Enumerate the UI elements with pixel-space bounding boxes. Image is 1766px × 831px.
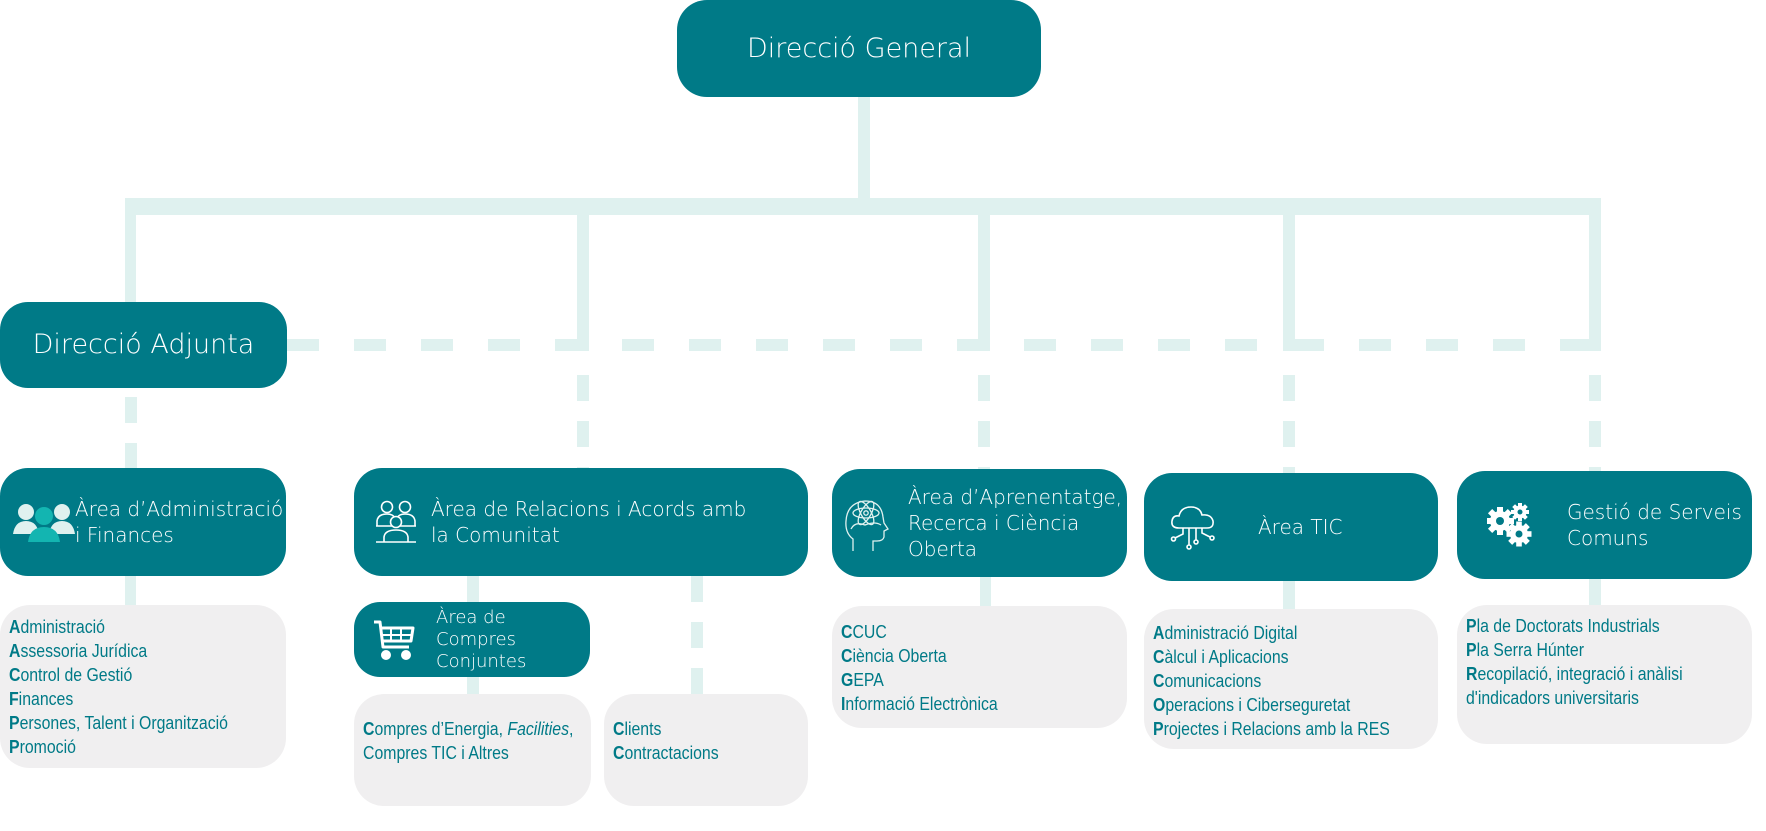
area-aprenentatge-label-1: Àrea d’Aprenentatge, <box>908 485 1123 509</box>
area-aprenentatge-list: CCUC Ciència Oberta GEPA Informació Elec… <box>832 606 1127 728</box>
area-administracio-label-2: i Finances <box>75 523 174 547</box>
connector-aprenentatge-list <box>980 577 991 607</box>
direccio-general-box[interactable]: Direcció General <box>677 0 1041 97</box>
connector-top-vertical <box>858 96 870 206</box>
direccio-general-label: Direcció General <box>746 32 972 64</box>
list-item[interactable]: CCUC <box>841 622 887 642</box>
list-item[interactable]: Promoció <box>9 737 76 757</box>
cloud-network-icon <box>1168 504 1218 550</box>
direccio-adjunta-label: Direcció Adjunta <box>32 329 255 360</box>
area-administracio-label-1: Àrea d’Administració <box>75 497 284 521</box>
area-relacions-label-2: la Comunitat <box>431 523 560 547</box>
list-item[interactable]: Recopilació, integració i anàlisi <box>1466 664 1683 684</box>
community-icon <box>373 499 419 545</box>
area-aprenentatge-label-3: Oberta <box>908 537 978 561</box>
connector-tic-list <box>1283 580 1295 610</box>
shopping-cart-icon <box>372 619 416 661</box>
connector-to-serveis <box>1589 198 1601 351</box>
list-item[interactable]: Clients <box>613 719 662 739</box>
dashed-connector-deputy-admin <box>125 397 137 469</box>
dashed-connector-tic <box>1283 375 1295 473</box>
list-item[interactable]: Càlcul i Aplicacions <box>1153 647 1289 667</box>
area-administracio-list: Administració Assessoria Jurídica Contro… <box>0 605 286 768</box>
direccio-adjunta-box[interactable]: Direcció Adjunta <box>0 302 287 388</box>
area-serveis-label-1: Gestió de Serveis <box>1567 500 1742 524</box>
area-compres-label-2: Conjuntes <box>436 650 527 672</box>
area-aprenentatge-box[interactable]: Àrea d’Aprenentatge, Recerca i Ciència O… <box>832 469 1127 577</box>
gears-icon <box>1485 502 1535 548</box>
area-serveis-box[interactable]: Gestió de Serveis Comuns <box>1457 471 1752 579</box>
area-relacions-list: Clients Contractacions <box>604 694 808 806</box>
list-item[interactable]: Comunicacions <box>1153 671 1262 691</box>
connector-admin-list <box>125 576 136 606</box>
list-item[interactable]: Control de Gestió <box>9 665 133 685</box>
list-item[interactable]: Persones, Talent i Organització <box>9 713 228 733</box>
area-aprenentatge-label-2: Recerca i Ciència <box>908 511 1080 535</box>
list-item[interactable]: Assessoria Jurídica <box>9 641 148 661</box>
dashed-connector-deputy-horizontal <box>287 339 1601 351</box>
list-item[interactable]: Pla de Doctorats Industrials <box>1466 616 1660 636</box>
dashed-connector-relacions <box>577 375 589 469</box>
list-item[interactable]: Administració Digital <box>1153 623 1298 643</box>
list-item[interactable]: Contractacions <box>613 743 719 763</box>
list-item[interactable]: Operacions i Ciberseguretat <box>1153 695 1351 715</box>
area-serveis-label-2: Comuns <box>1567 526 1649 550</box>
area-compres-list: Compres d’Energia, Facilities, Compres T… <box>354 694 591 806</box>
connector-to-aprenentatge <box>978 198 990 351</box>
list-item[interactable]: Administració <box>9 617 105 637</box>
list-item[interactable]: Pla Serra Húnter <box>1466 640 1584 660</box>
connector-serveis-list <box>1589 578 1601 606</box>
area-relacions-label-1: Àrea de Relacions i Acords amb <box>431 497 747 521</box>
list-item[interactable]: Finances <box>9 689 74 709</box>
connector-to-deputy <box>125 198 136 304</box>
area-administracio-box[interactable]: Àrea d’Administració i Finances <box>0 468 286 576</box>
list-item[interactable]: Projectes i Relacions amb la RES <box>1153 719 1390 739</box>
list-item[interactable]: Compres d’Energia, Facilities, <box>363 719 574 739</box>
head-atom-icon <box>842 493 890 553</box>
dashed-connector-aprenentatge <box>978 375 990 469</box>
area-compres-label-1: Àrea de Compres <box>436 606 516 650</box>
area-compres-box[interactable]: Àrea de Compres Conjuntes <box>354 602 590 677</box>
dashed-connector-clients <box>691 576 703 694</box>
connector-to-relacions <box>577 198 589 351</box>
connector-to-tic <box>1283 198 1295 351</box>
list-item[interactable]: d'indicadors universitaris <box>1466 688 1639 708</box>
area-relacions-box[interactable]: Àrea de Relacions i Acords amb la Comuni… <box>354 468 808 576</box>
list-item[interactable]: Compres TIC i Altres <box>363 743 509 763</box>
area-tic-list: Administració Digital Càlcul i Aplicacio… <box>1144 609 1438 749</box>
list-item[interactable]: GEPA <box>841 670 884 690</box>
list-item[interactable]: Informació Electrònica <box>841 694 998 714</box>
area-tic-box[interactable]: Àrea TIC <box>1144 473 1438 581</box>
dashed-connector-serveis <box>1589 375 1601 471</box>
area-serveis-list: Pla de Doctorats Industrials Pla Serra H… <box>1457 605 1752 744</box>
area-tic-label: Àrea TIC <box>1258 515 1343 539</box>
list-item[interactable]: Ciència Oberta <box>841 646 947 666</box>
people-group-icon <box>13 500 75 544</box>
connector-horizontal-bar <box>125 198 1601 215</box>
